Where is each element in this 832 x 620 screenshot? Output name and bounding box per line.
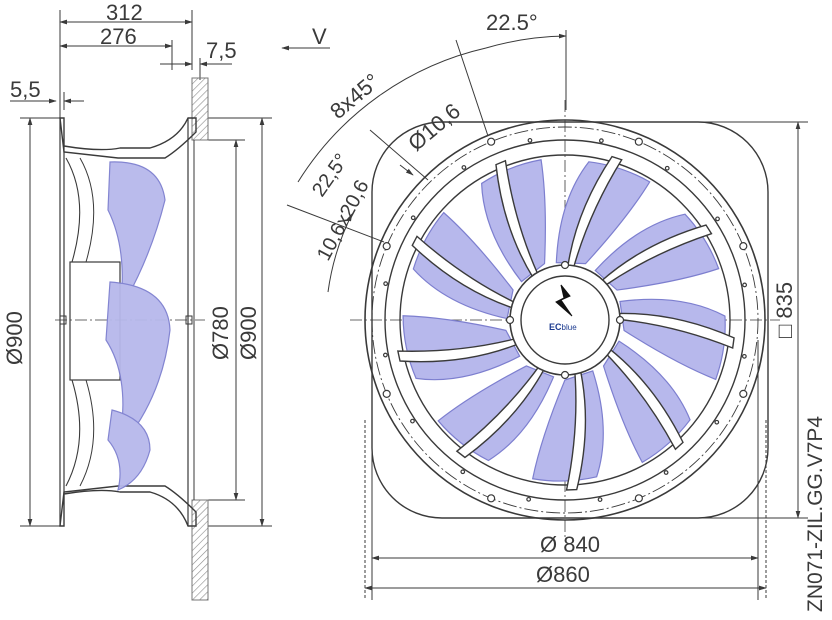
ring-rivet xyxy=(715,216,720,222)
mounting-hole xyxy=(739,242,748,251)
label-900-right: Ø900 xyxy=(236,306,261,360)
ring-rivet xyxy=(410,215,416,221)
support-spoke xyxy=(411,235,517,310)
ring-rivet xyxy=(664,165,670,171)
support-spoke xyxy=(495,159,540,280)
label-835: □ 835 xyxy=(772,282,797,338)
mounting-hole xyxy=(382,389,391,398)
ring-rivet xyxy=(741,353,747,359)
label-hole-dia: Ø10,6 xyxy=(403,98,465,156)
mounting-hole xyxy=(739,389,748,398)
ring-rivet xyxy=(382,352,388,358)
ring-rivet xyxy=(460,469,466,475)
hub-inner xyxy=(520,275,610,365)
ring-rivet xyxy=(598,138,604,144)
ring-rivet xyxy=(526,496,532,502)
label-22-5-top: 22.5° xyxy=(486,10,538,35)
ring-rivet xyxy=(714,419,720,425)
part-number: ZN071-ZIL.GG.V7P4 xyxy=(804,416,827,612)
label-900-left: Ø900 xyxy=(2,311,27,365)
mounting-wall-bottom xyxy=(191,499,209,601)
support-spoke xyxy=(615,312,735,349)
support-spoke xyxy=(565,368,587,491)
label-7-5: 7,5 xyxy=(206,38,237,63)
fan-blade xyxy=(531,370,604,482)
housing-profile xyxy=(59,117,197,159)
mounting-holes xyxy=(382,137,748,503)
label-860: Ø860 xyxy=(536,562,590,587)
label-276: 276 xyxy=(100,24,137,49)
ring-rivet xyxy=(663,470,669,475)
ring-rivet xyxy=(410,418,415,424)
mounting-hole xyxy=(634,137,643,146)
mounting-hole xyxy=(487,494,496,503)
lightning-logo xyxy=(555,284,573,317)
fan-blade xyxy=(402,315,521,381)
support-spoke xyxy=(455,364,546,459)
ring-rivet xyxy=(461,165,467,170)
side-view-blades xyxy=(105,161,171,492)
support-spoke xyxy=(566,155,623,270)
support-spoke xyxy=(604,347,684,451)
mounting-hole xyxy=(382,242,391,251)
ring-rivet xyxy=(597,497,603,503)
ring-rivet xyxy=(527,137,533,143)
ring-rivet xyxy=(742,282,748,288)
side-view xyxy=(10,10,272,601)
front-view-hub xyxy=(396,155,735,491)
label-780: Ø780 xyxy=(208,306,233,360)
support-spoke xyxy=(396,337,520,363)
label-312: 312 xyxy=(106,0,143,25)
ring-rivet xyxy=(383,281,389,287)
mounting-wall-top xyxy=(191,77,209,141)
label-5-5: 5,5 xyxy=(10,77,41,102)
mounting-hole xyxy=(634,494,643,503)
support-spoke xyxy=(599,224,713,287)
mounting-hole xyxy=(487,137,496,146)
brand-ec: ECblue xyxy=(549,322,577,332)
label-840: Ø 840 xyxy=(540,532,600,557)
view-label-v: V xyxy=(312,24,327,49)
front-view xyxy=(350,100,780,540)
